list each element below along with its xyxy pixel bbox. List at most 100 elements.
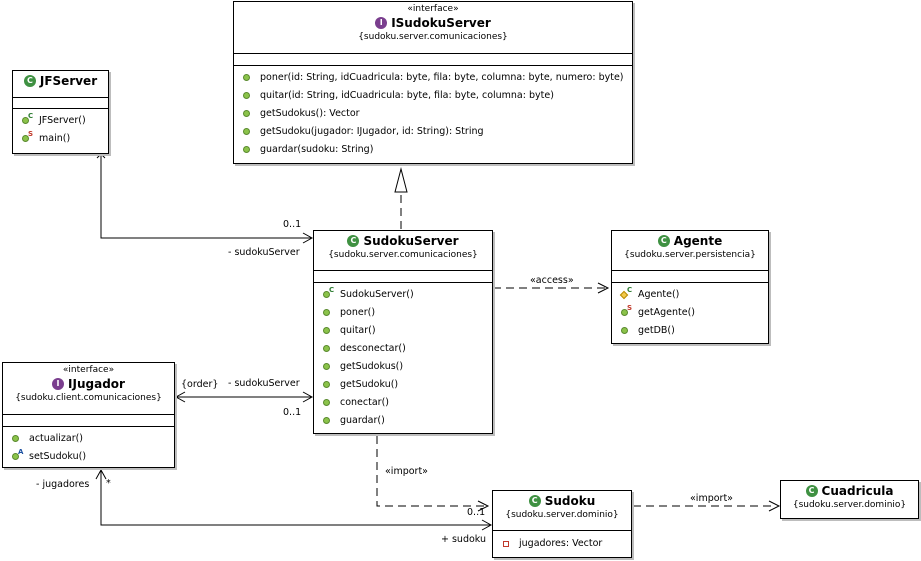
public-method-icon bbox=[242, 108, 254, 120]
package-label: {sudoku.server.comunicaciones} bbox=[358, 32, 508, 42]
sudoku-multiplicity-label: 0..1 bbox=[467, 507, 486, 518]
operation-item[interactable]: getSudoku() bbox=[314, 376, 492, 394]
operation-item[interactable]: poner() bbox=[314, 304, 492, 322]
sudokuserver-end-arrowhead bbox=[302, 391, 314, 403]
operation-item[interactable]: quitar(id: String, idCuadricula: byte, f… bbox=[234, 87, 632, 105]
class-name: Agente bbox=[673, 234, 723, 248]
sudoku-import-stereotype-label: «import» bbox=[690, 493, 733, 504]
operation-item[interactable]: getSudokus(): Vector bbox=[234, 105, 632, 123]
class-icon: C bbox=[657, 235, 670, 247]
constructor-icon: C bbox=[322, 286, 334, 301]
abstract-method-icon: A bbox=[11, 448, 23, 463]
public-method-icon bbox=[242, 126, 254, 138]
realization-arrowhead bbox=[394, 167, 408, 193]
jfserver-role-label: - sudokuServer bbox=[228, 247, 300, 258]
class-icon: C bbox=[23, 75, 36, 87]
stereotype-label: «interface» bbox=[62, 365, 115, 375]
ijugador-role-label: - sudokuServer bbox=[228, 378, 300, 389]
operation-item[interactable]: poner(id: String, idCuadricula: byte, fi… bbox=[234, 69, 632, 87]
operation-item[interactable]: conectar() bbox=[314, 394, 492, 412]
attributes-compartment bbox=[13, 97, 108, 108]
jugadores-role-label: - jugadores bbox=[36, 479, 90, 490]
class-name: Cuadricula bbox=[821, 484, 894, 498]
operation-item[interactable]: getDB() bbox=[612, 322, 768, 340]
static-method-icon: S bbox=[21, 130, 33, 145]
public-method-icon bbox=[242, 72, 254, 84]
access-arrowhead bbox=[597, 282, 610, 294]
public-method-icon bbox=[322, 397, 334, 409]
public-method-icon bbox=[620, 325, 632, 337]
protected-constructor-icon: C bbox=[619, 286, 632, 301]
sudoku-ijugador-association-line bbox=[100, 471, 490, 526]
class-name: ISudokuServer bbox=[391, 16, 491, 30]
operation-item[interactable]: getSudoku(jugador: IJugador, id: String)… bbox=[234, 123, 632, 141]
class-icon: C bbox=[805, 485, 818, 497]
operation-item[interactable]: desconectar() bbox=[314, 340, 492, 358]
package-label: {sudoku.client.comunicaciones} bbox=[15, 393, 162, 403]
package-label: {sudoku.server.persistencia} bbox=[624, 250, 756, 260]
public-method-icon bbox=[322, 361, 334, 373]
public-method-icon bbox=[322, 379, 334, 391]
import-stereotype-label: «import» bbox=[385, 466, 428, 477]
sudoku-end-arrowhead bbox=[481, 519, 493, 531]
order-constraint-label: {order} bbox=[181, 379, 219, 390]
operation-item[interactable]: actualizar() bbox=[3, 430, 174, 448]
static-method-icon: S bbox=[620, 304, 632, 319]
jfserver-association-line bbox=[100, 154, 311, 239]
operation-item[interactable]: getSudokus() bbox=[314, 358, 492, 376]
class-name: SudokuServer bbox=[363, 234, 459, 248]
private-field-icon bbox=[501, 538, 513, 550]
operation-item[interactable]: guardar(sudoku: String) bbox=[234, 141, 632, 159]
attributes-compartment bbox=[234, 53, 632, 65]
package-label: {sudoku.server.comunicaciones} bbox=[328, 250, 478, 260]
ijugador-multiplicity-label: 0..1 bbox=[283, 407, 302, 418]
attributes-compartment bbox=[314, 270, 492, 282]
operation-item[interactable]: guardar() bbox=[314, 412, 492, 430]
public-method-icon bbox=[322, 343, 334, 355]
import-arrowhead bbox=[477, 500, 490, 512]
attributes-compartment bbox=[3, 414, 174, 426]
public-method-icon bbox=[322, 415, 334, 427]
public-method-icon bbox=[11, 433, 23, 445]
class-icon: C bbox=[347, 235, 360, 247]
interface-icon: I bbox=[375, 17, 388, 29]
stereotype-label: «interface» bbox=[407, 4, 459, 14]
jfserver-multiplicity-label: 0..1 bbox=[283, 219, 302, 230]
attribute-item[interactable]: jugadores: Vector bbox=[493, 535, 631, 553]
jugadores-multiplicity-label: * bbox=[106, 478, 111, 489]
public-method-icon bbox=[242, 144, 254, 156]
operations-compartment: poner(id: String, idCuadricula: byte, fi… bbox=[234, 65, 632, 162]
constructor-icon: C bbox=[21, 112, 33, 127]
jfserver-to-sudokuserver-arrowhead bbox=[302, 232, 314, 244]
class-icon: C bbox=[528, 495, 541, 507]
ijugador-up-arrowhead bbox=[95, 468, 107, 480]
attributes-compartment bbox=[612, 270, 768, 282]
operation-item[interactable]: quitar() bbox=[314, 322, 492, 340]
class-name: Sudoku bbox=[544, 494, 596, 508]
class-name: IJugador bbox=[68, 377, 125, 391]
sudoku-role-label: + sudoku bbox=[441, 534, 487, 545]
